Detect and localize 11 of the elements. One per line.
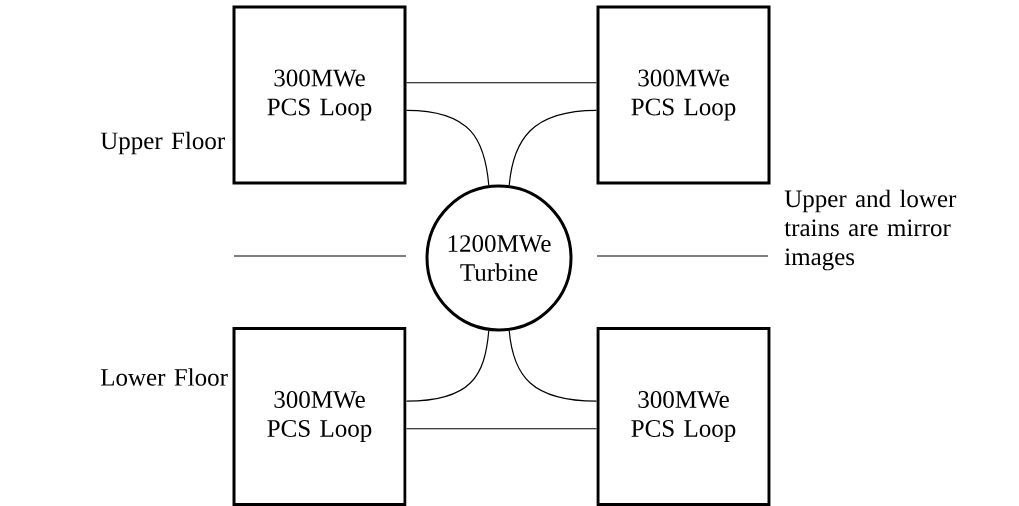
connecting-line: [405, 330, 490, 402]
connecting-line: [405, 109, 490, 186]
loop-box: 300MWe PCS Loop: [596, 327, 771, 506]
connecting-line: [405, 82, 598, 84]
loop-box: 300MWe PCS Loop: [232, 5, 407, 185]
loop-box: 300MWe PCS Loop: [232, 327, 407, 506]
connecting-line: [508, 330, 598, 402]
connecting-line: [508, 109, 598, 186]
note-text: Upper and lower trains are mirror images: [784, 189, 957, 271]
connecting-line: [405, 428, 598, 430]
loop-box: 300MWe PCS Loop: [596, 5, 771, 185]
